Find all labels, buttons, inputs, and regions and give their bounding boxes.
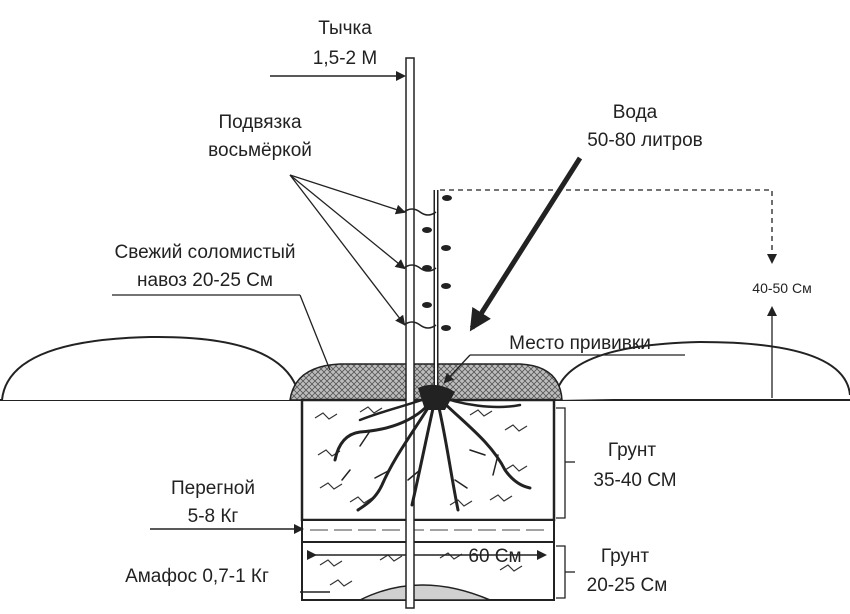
tie-label-line1: Подвязка [218,112,302,133]
width-label: 60 См [468,546,522,567]
manure-label-line2: навоз 20-25 См [137,270,273,291]
humus-label-line2: 5-8 Кг [187,506,239,527]
left-soil-mound [1,335,301,401]
water-arrow [469,156,583,332]
seedling-buds [422,195,452,331]
graft-site-label: Место прививки [509,333,651,354]
humus-layer [301,519,555,543]
height-dimension [440,189,777,264]
pit-outline [300,398,556,522]
ties [403,208,437,329]
height-range-label: 40-50 См [752,280,812,296]
soil-top-label-line1: Грунт [607,440,657,461]
stake-size-label: 1,5-2 М [312,48,378,69]
manure-label-line1: Свежий соломистый [114,242,296,263]
soil-bottom-label-line1: Грунт [600,546,650,567]
stake-name-label: Тычка [318,18,372,39]
tie-label-line2: восьмёркой [208,140,312,161]
roots [333,393,532,512]
soil-top-label-line2: 35-40 СМ [593,470,677,491]
water-label-line2: 50-80 литров [587,130,703,151]
fertilizer-layer [359,584,491,601]
water-label-line1: Вода [612,102,658,123]
soil-bottom-label-line2: 20-25 См [586,575,668,596]
fertilizer-label: Амафос 0,7-1 Кг [125,566,269,587]
humus-label-line1: Перегной [171,478,255,499]
right-soil-mound [554,340,850,401]
stake [405,57,415,609]
manure-layer [289,363,563,401]
